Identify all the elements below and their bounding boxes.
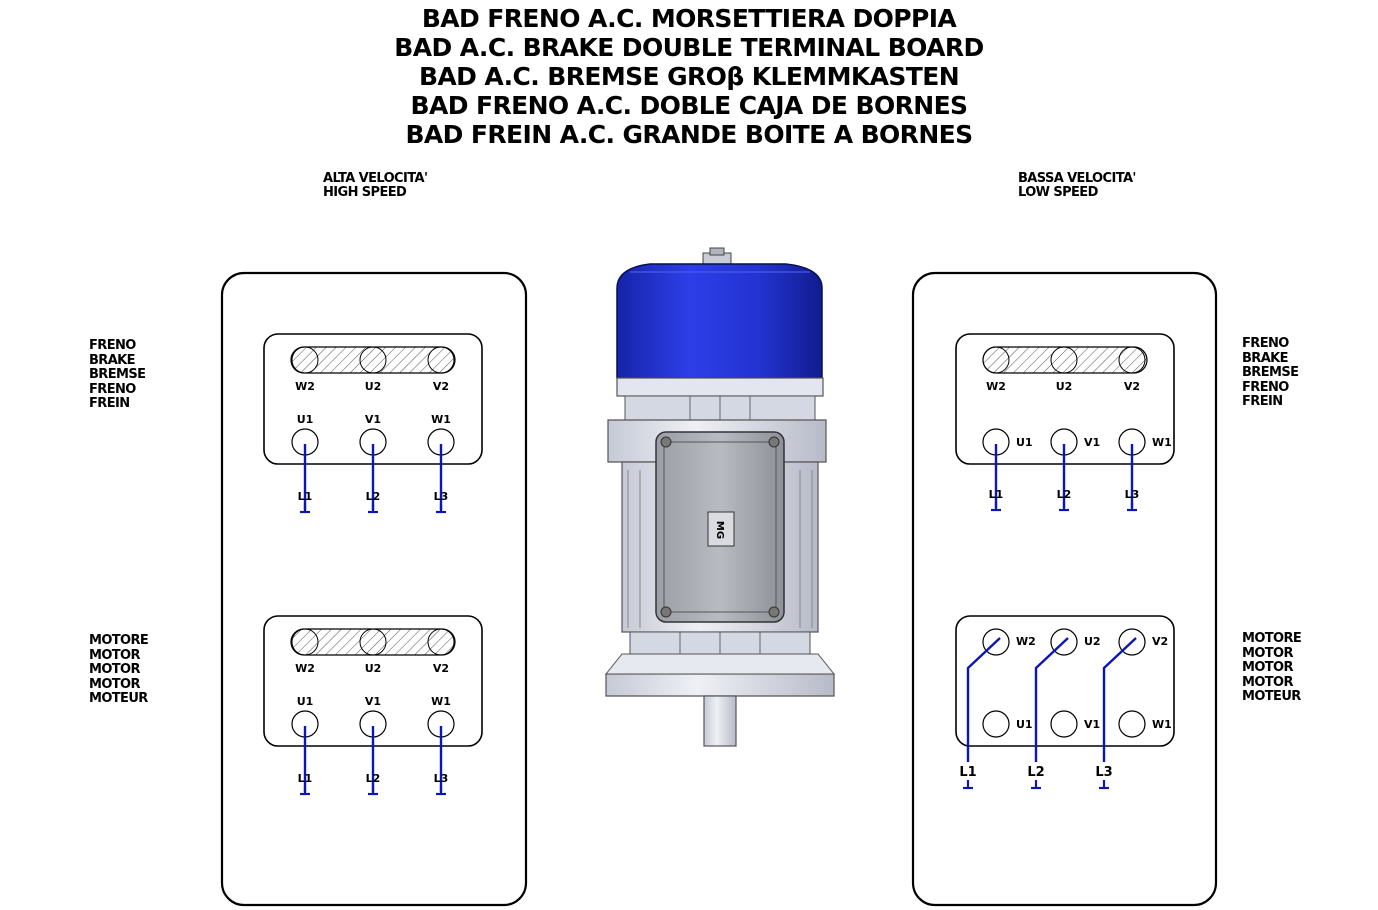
electric-motor-illustration: MG [604, 247, 836, 747]
right-motor-wire-l3 [1102, 637, 1137, 762]
title-line-fr: BAD FREIN A.C. GRANDE BOITE A BORNES [405, 120, 973, 149]
left-motor-label-w1: W1 [431, 695, 451, 708]
right-brake-label-v2: V2 [1124, 380, 1140, 393]
left-brake-label-u1: U1 [297, 413, 314, 426]
left-motor-label-v2: V2 [433, 662, 449, 675]
right-brake-label-u1: U1 [1016, 436, 1033, 449]
left-motor-label-u1: U1 [297, 695, 314, 708]
title-line-de: BAD A.C. BREMSE GROβ KLEMMKASTEN [418, 62, 960, 91]
right-brake-label-w2: W2 [986, 380, 1006, 393]
left-brake-label-v2: V2 [433, 380, 449, 393]
left-motor-link-circle [359, 628, 387, 656]
left-brake-line-label-l3: L3 [434, 490, 449, 503]
right-brake-label-de: BREMSE [1242, 365, 1299, 380]
title-line-it: BAD FRENO A.C. MORSETTIERA DOPPIA [421, 4, 957, 33]
left-motor-line-label-l2: L2 [366, 772, 381, 785]
left-motor-label-en: MOTOR [89, 647, 141, 663]
left-motor-link-circle [427, 628, 455, 656]
left-motor-label: MOTORE MOTOR MOTOR MOTOR MOTEUR [89, 633, 149, 707]
left-brake-hatched-link-bar [290, 346, 456, 374]
right-brake-link-circle [982, 346, 1010, 374]
right-motor-terminal-w1 [1118, 710, 1146, 738]
right-motor-label-it: MOTORE [1242, 631, 1302, 646]
left-motor-line-label-l3: L3 [434, 772, 449, 785]
right-motor-label-fr: MOTEUR [1242, 689, 1301, 704]
right-motor-label-en: MOTOR [1242, 645, 1294, 661]
right-motor-label-u2: U2 [1084, 635, 1101, 648]
right-motor-label: MOTORE MOTOR MOTOR MOTOR MOTEUR [1242, 631, 1302, 705]
right-brake-label-es: FRENO [1242, 379, 1289, 395]
low-speed-line1: BASSA VELOCITA' [1018, 171, 1136, 186]
right-motor-label-u1: U1 [1016, 718, 1033, 731]
left-brake-label-v1: V1 [365, 413, 381, 426]
left-motor-line-label-l1: L1 [298, 772, 313, 785]
left-motor-label-w2: W2 [295, 662, 315, 675]
left-brake-label-en: BRAKE [89, 352, 136, 368]
left-brake-link-circle [291, 346, 319, 374]
left-motor-label-es: MOTOR [89, 676, 141, 692]
left-brake-label: FRENO BRAKE BREMSE FRENO FREIN [89, 338, 146, 412]
left-motor-label-v1: V1 [365, 695, 381, 708]
right-motor-line-label-l2: L2 [1027, 765, 1044, 780]
right-motor-terminal-u1 [982, 710, 1010, 738]
right-motor-terminal-v1 [1050, 710, 1078, 738]
right-brake-line-label-l1: L1 [989, 488, 1004, 501]
right-motor-label-es: MOTOR [1242, 674, 1294, 690]
right-motor-label-w1: W1 [1152, 718, 1172, 731]
right-motor-line-label-l1: L1 [959, 765, 976, 780]
left-motor-label-it: MOTORE [89, 633, 149, 648]
svg-text:MG: MG [714, 521, 725, 539]
left-brake-line-label-l2: L2 [366, 490, 381, 503]
low-speed-caption: BASSA VELOCITA' LOW SPEED [1018, 172, 1136, 200]
right-brake-line-label-l2: L2 [1057, 488, 1072, 501]
right-motor-label-v2: V2 [1152, 635, 1168, 648]
low-speed-line2: LOW SPEED [1018, 185, 1098, 200]
left-brake-label-w2: W2 [295, 380, 315, 393]
title-block: BAD FRENO A.C. MORSETTIERA DOPPIA BAD A.… [0, 4, 1378, 149]
title-line-es: BAD FRENO A.C. DOBLE CAJA DE BORNES [410, 91, 969, 120]
left-brake-line-label-l1: L1 [298, 490, 313, 503]
right-brake-line-label-l3: L3 [1125, 488, 1140, 501]
right-motor-line-label-l3: L3 [1095, 765, 1112, 780]
high-speed-line1: ALTA VELOCITA' [323, 171, 428, 186]
left-brake-label-w1: W1 [431, 413, 451, 426]
right-motor-board-outline [955, 615, 1175, 747]
right-terminal-box-outline [911, 271, 1218, 907]
left-brake-label-it: FRENO [89, 338, 136, 353]
right-motor-wire-l2 [1034, 637, 1069, 762]
left-terminal-box-outline [220, 271, 528, 907]
left-brake-label-de: BREMSE [89, 367, 146, 382]
right-motor-label-de: MOTOR [1242, 660, 1294, 675]
left-motor-hatched-link-bar [290, 628, 456, 656]
right-brake-label-fr: FREIN [1242, 394, 1283, 409]
left-motor-label-de: MOTOR [89, 662, 141, 677]
right-motor-label-v1: V1 [1084, 718, 1100, 731]
high-speed-caption: ALTA VELOCITA' HIGH SPEED [323, 171, 428, 200]
left-brake-label-es: FRENO [89, 381, 136, 397]
left-brake-link-circle [427, 346, 455, 374]
left-motor-link-circle [291, 628, 319, 656]
title-line-en: BAD A.C. BRAKE DOUBLE TERMINAL BOARD [394, 33, 984, 62]
left-brake-link-circle [359, 346, 387, 374]
left-motor-label-fr: MOTEUR [89, 691, 148, 706]
left-motor-label-u2: U2 [365, 662, 382, 675]
right-motor-label-w2: W2 [1016, 635, 1036, 648]
right-brake-link-circle [1050, 346, 1078, 374]
right-motor-wire-l1 [966, 637, 1001, 762]
right-brake-label-v1: V1 [1084, 436, 1100, 449]
left-brake-label-fr: FREIN [89, 396, 130, 411]
right-brake-label: FRENO BRAKE BREMSE FRENO FREIN [1242, 336, 1299, 410]
right-brake-label-u2: U2 [1056, 380, 1073, 393]
left-brake-label-u2: U2 [365, 380, 382, 393]
right-brake-label-en: BRAKE [1242, 350, 1289, 366]
right-brake-link-circle [1118, 346, 1146, 374]
high-speed-line2: HIGH SPEED [323, 185, 407, 200]
right-brake-label-w1: W1 [1152, 436, 1172, 449]
right-brake-label-it: FRENO [1242, 336, 1289, 351]
